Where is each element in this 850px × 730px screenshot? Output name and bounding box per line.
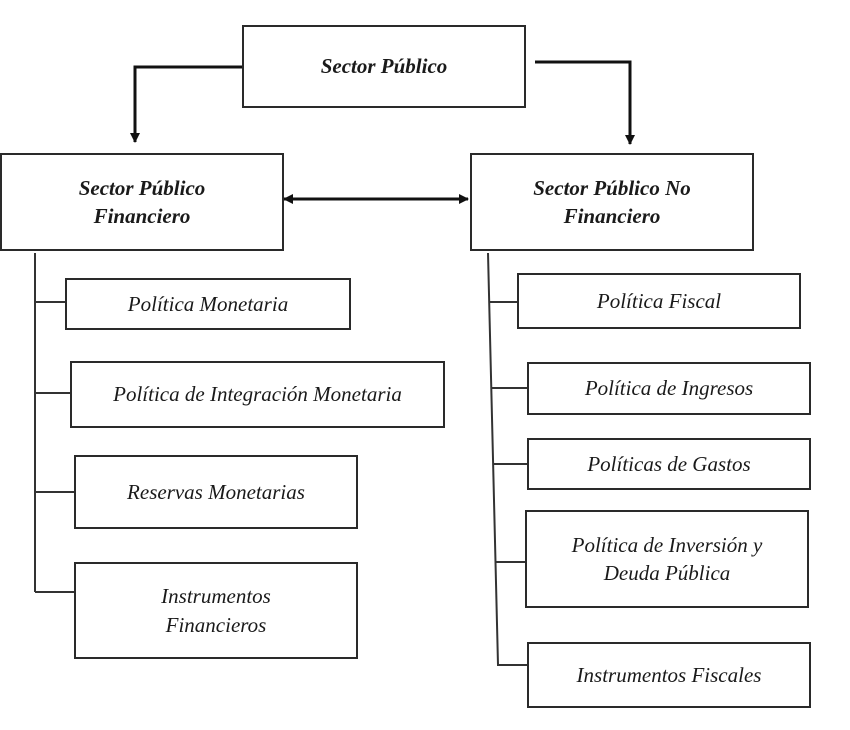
root-to-right-arrow <box>535 60 635 145</box>
left-item-2-label: Política de Integración Monetaria <box>113 382 402 407</box>
left-sector-box: Sector Público Financiero <box>0 153 284 251</box>
root-node-label: Sector Público <box>320 54 448 79</box>
left-item-4-label: Instrumentos Financieros <box>161 584 271 637</box>
left-item-1-label: Política Monetaria <box>127 291 289 316</box>
right-item-3-label: Políticas de Gastos <box>587 451 751 476</box>
left-item-3-box: Reservas Monetarias <box>74 455 358 529</box>
root-to-left-arrow <box>130 65 242 143</box>
right-item-2-box: Política de Ingresos <box>527 362 811 415</box>
right-item-3-box: Políticas de Gastos <box>527 438 811 490</box>
right-item-1-label: Política Fiscal <box>596 288 722 313</box>
right-item-5-label: Instrumentos Fiscales <box>576 662 762 687</box>
left-item-3-label: Reservas Monetarias <box>127 479 305 504</box>
right-item-1-box: Política Fiscal <box>517 273 801 329</box>
right-item-4-label: Política de Inversión y Deuda Pública <box>571 532 763 585</box>
right-item-5-box: Instrumentos Fiscales <box>527 642 811 708</box>
right-sector-box: Sector Público No Financiero <box>470 153 754 251</box>
left-sector-label: Sector Público Financiero <box>78 175 206 228</box>
left-item-2-box: Política de Integración Monetaria <box>70 361 445 428</box>
left-item-1-box: Política Monetaria <box>65 278 351 330</box>
right-item-2-label: Política de Ingresos <box>584 376 754 401</box>
root-node-box: Sector Público <box>242 25 526 108</box>
left-item-4-box: Instrumentos Financieros <box>74 562 358 659</box>
right-sector-label: Sector Público No Financiero <box>533 175 691 228</box>
right-item-4-box: Política de Inversión y Deuda Pública <box>525 510 809 608</box>
right-branch-spine <box>487 252 528 666</box>
